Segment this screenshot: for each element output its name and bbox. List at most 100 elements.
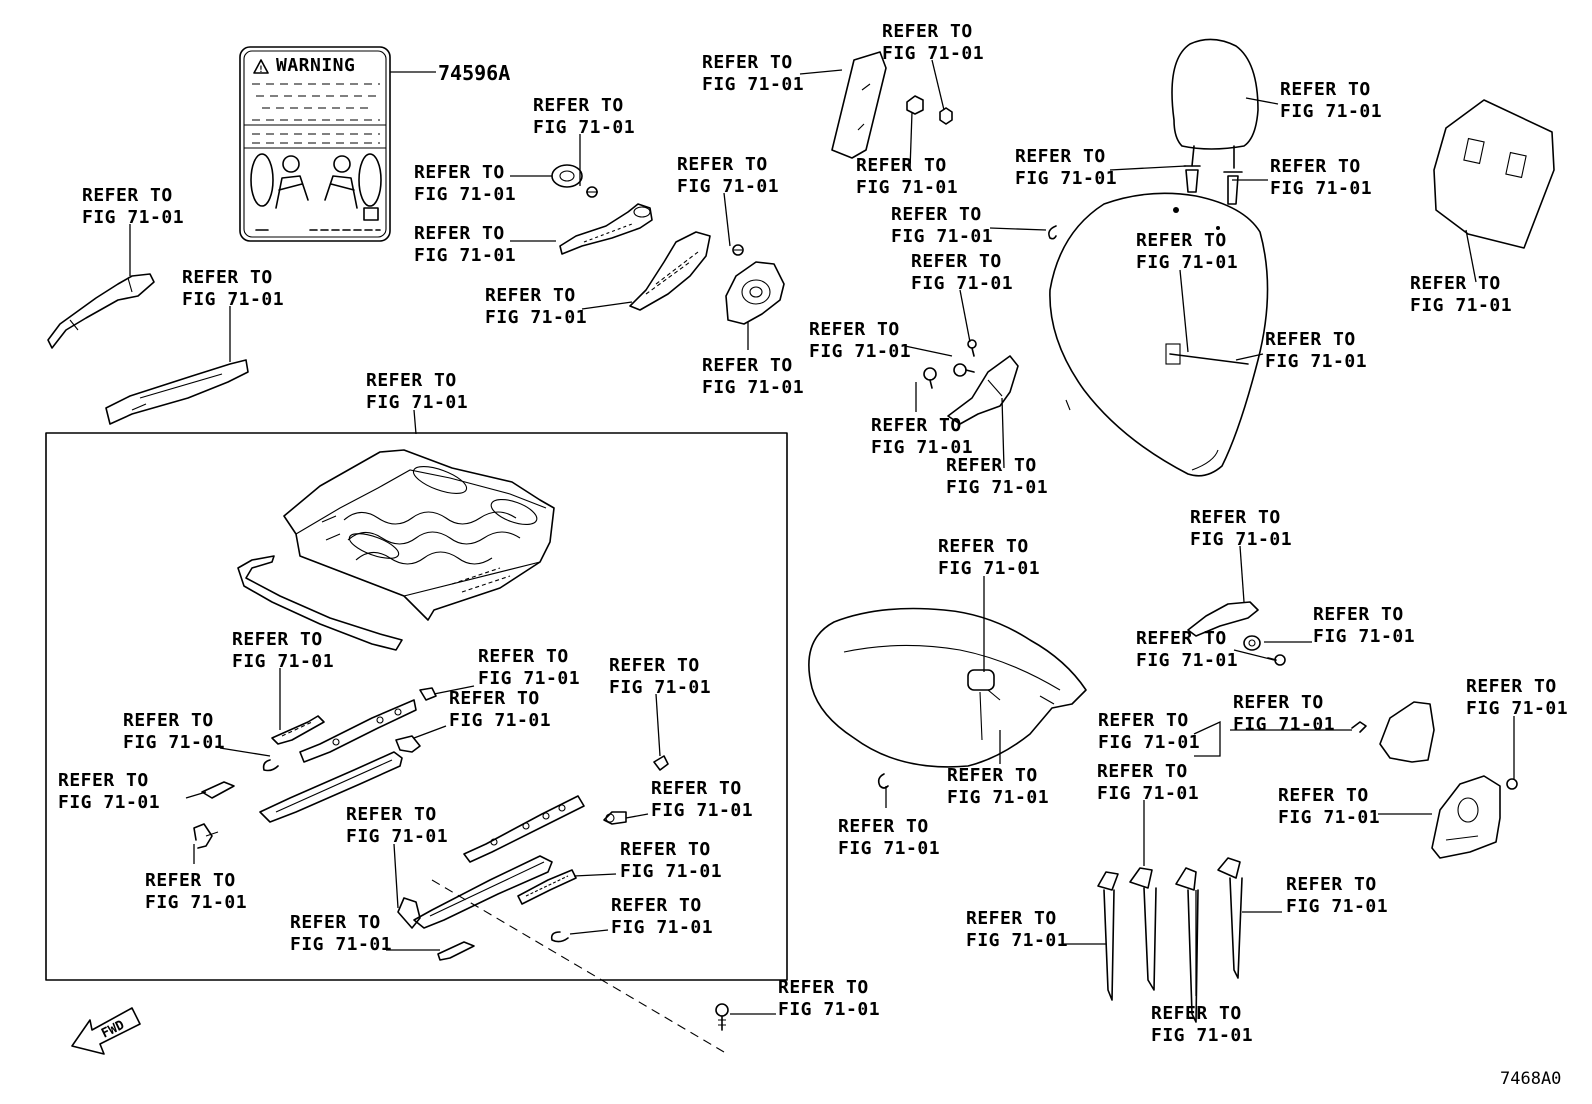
seat-side-cover[interactable] xyxy=(1431,775,1501,859)
seatback-cover[interactable] xyxy=(1049,192,1269,477)
recliner-cover-outer[interactable] xyxy=(725,261,785,325)
cable-tie-1[interactable] xyxy=(1097,871,1119,1001)
seatback-side-panel[interactable] xyxy=(831,51,887,159)
recliner-knob-cap[interactable] xyxy=(551,164,583,188)
screw-g[interactable] xyxy=(1506,778,1518,790)
lumbar-bracket[interactable] xyxy=(1187,601,1259,637)
headrest-guide-left[interactable] xyxy=(1183,165,1201,193)
seat-side-shield[interactable] xyxy=(1379,701,1435,763)
rail-end-cap[interactable] xyxy=(437,941,475,961)
upper-rail-right[interactable] xyxy=(463,795,585,863)
lower-rail-right[interactable] xyxy=(413,855,553,929)
washer-f[interactable] xyxy=(1243,635,1261,651)
seat-cushion-cover[interactable] xyxy=(808,607,1087,768)
cable-tie-4[interactable] xyxy=(1217,857,1243,979)
spring-clip-b[interactable] xyxy=(550,931,569,943)
recliner-lever[interactable] xyxy=(559,203,653,255)
screw-small[interactable] xyxy=(586,186,598,198)
spring-clip[interactable] xyxy=(262,759,279,772)
cushion-frame-wire[interactable] xyxy=(237,555,403,651)
bolt-a[interactable] xyxy=(953,363,975,377)
cable-tie-3[interactable] xyxy=(1175,867,1199,1023)
seat-cushion-frame[interactable] xyxy=(283,449,555,621)
cable-tie-2[interactable] xyxy=(1129,867,1157,991)
bolt-bottom[interactable] xyxy=(715,1003,729,1031)
small-bracket-e[interactable] xyxy=(653,755,669,771)
rail-cover-upper[interactable] xyxy=(271,715,325,745)
rail-stopper[interactable] xyxy=(201,781,235,799)
headrest-support-nut[interactable] xyxy=(906,95,924,115)
rail-clip-a[interactable] xyxy=(419,687,437,701)
hook-bracket[interactable] xyxy=(193,823,219,849)
clip-c[interactable] xyxy=(1048,225,1057,240)
upper-rail-left[interactable] xyxy=(299,699,417,763)
clip-d[interactable] xyxy=(877,773,889,789)
nut-small[interactable] xyxy=(939,107,953,125)
rail-lock-bar[interactable] xyxy=(517,869,577,905)
screw-c[interactable] xyxy=(967,339,977,357)
recliner-cover-inner[interactable] xyxy=(629,231,711,311)
lower-rail-left[interactable] xyxy=(259,751,403,823)
screw-cover[interactable] xyxy=(732,244,744,256)
rail-end-bracket[interactable] xyxy=(397,897,421,929)
warning-label-part[interactable]: ! WARNING xyxy=(239,46,436,242)
headrest[interactable] xyxy=(1171,38,1259,169)
rail-pin[interactable] xyxy=(603,811,627,825)
seat-side-trim-left[interactable] xyxy=(47,273,155,349)
rail-bracket-b[interactable] xyxy=(395,735,421,753)
seatback-pad[interactable] xyxy=(1433,99,1555,249)
seat-track-cover[interactable] xyxy=(105,359,249,425)
screw-f[interactable] xyxy=(1267,654,1286,666)
bolt-b[interactable] xyxy=(923,367,937,389)
recliner-bracket[interactable] xyxy=(947,355,1019,425)
